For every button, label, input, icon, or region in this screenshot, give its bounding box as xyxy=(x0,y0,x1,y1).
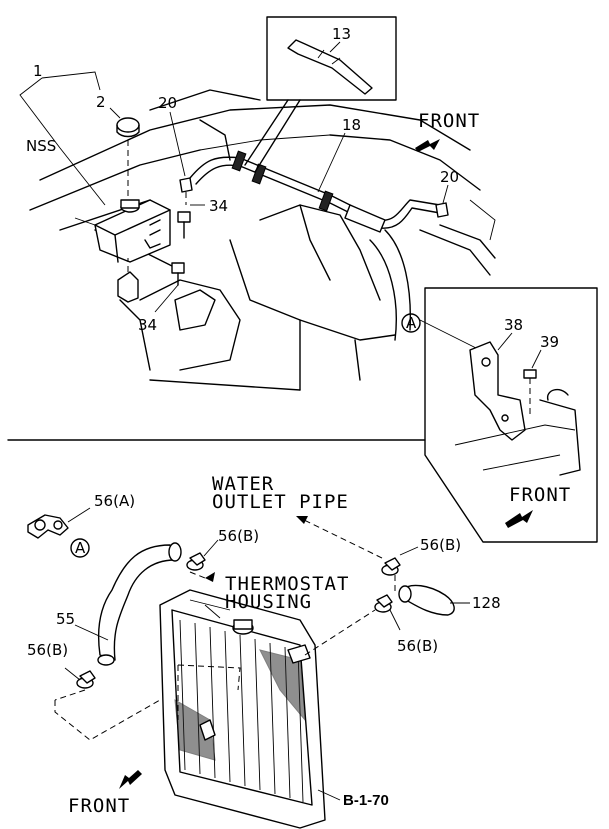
radiator-cap xyxy=(116,117,140,200)
thermostat-label-1: THERMOSTAT xyxy=(225,573,349,595)
front-label-inset: FRONT xyxy=(509,484,571,506)
circle-a-marker-top: A xyxy=(401,313,421,333)
callout-128: 128 xyxy=(472,594,501,612)
clip-20-left xyxy=(179,177,193,205)
clamp-56b-3 xyxy=(64,667,96,689)
callout-56b-lower-left: 56(B) xyxy=(27,641,68,659)
water-outlet-guide xyxy=(296,516,396,592)
reference-b-1-70: B-1-70 xyxy=(343,792,389,809)
reservoir-bracket xyxy=(117,258,139,303)
clamp-56b-1 xyxy=(186,539,219,582)
callout-56b-lower-right: 56(B) xyxy=(397,637,438,655)
callout-34-upper: 34 xyxy=(209,197,228,215)
callout-nss: NSS xyxy=(26,137,56,155)
front-label-bottom: FRONT xyxy=(68,795,130,817)
front-arrow-bottom-icon xyxy=(119,770,142,789)
clamp-56b-2 xyxy=(381,546,419,576)
callout-34-lower: 34 xyxy=(138,316,157,334)
bolt-34-lower xyxy=(171,262,185,286)
clamp-56b-4 xyxy=(374,594,401,631)
callout-2: 2 xyxy=(96,93,106,111)
svg-text:A: A xyxy=(406,314,417,332)
front-arrow-inset-icon xyxy=(505,510,533,528)
front-label-top: FRONT xyxy=(418,110,480,132)
svg-text:A: A xyxy=(75,539,86,557)
callout-1: 1 xyxy=(33,62,43,80)
bolt-34-upper xyxy=(177,211,191,239)
reservoir-hose xyxy=(189,150,441,233)
callout-13: 13 xyxy=(332,25,351,43)
callout-18: 18 xyxy=(342,116,361,134)
clip-20-right xyxy=(435,202,449,218)
hose-128 xyxy=(398,584,470,616)
part-13-box xyxy=(244,16,397,173)
callout-56a: 56(A) xyxy=(94,492,135,510)
inset-a-detail xyxy=(419,287,598,543)
callout-20-left: 20 xyxy=(158,94,177,112)
callout-56b-upper-left: 56(B) xyxy=(218,527,259,545)
water-outlet-label-2: OUTLET PIPE xyxy=(212,491,349,513)
water-outlet-label-1: WATER xyxy=(212,473,274,495)
callout-55: 55 xyxy=(56,610,75,628)
radiator xyxy=(54,589,376,829)
callout-39: 39 xyxy=(540,333,559,351)
radiator-hose-55 xyxy=(74,542,182,666)
thermostat-label-2: HOUSING xyxy=(225,591,312,613)
front-arrow-top-icon xyxy=(415,139,440,152)
leader-lines-top xyxy=(19,41,449,313)
vehicle-body-outline xyxy=(29,89,496,391)
callout-38: 38 xyxy=(504,316,523,334)
clamp-56a xyxy=(27,507,91,539)
callout-20-right: 20 xyxy=(440,168,459,186)
callout-56b-upper-right: 56(B) xyxy=(420,536,461,554)
circle-a-marker-bottom: A xyxy=(70,538,90,558)
reservoir-tank xyxy=(74,199,171,263)
